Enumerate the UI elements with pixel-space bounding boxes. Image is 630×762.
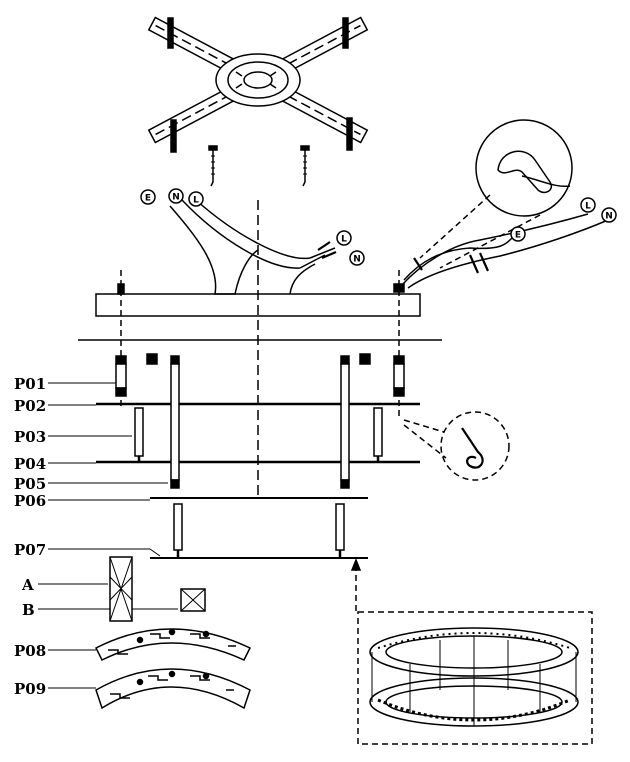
part-label-p05: P05: [14, 475, 46, 493]
wire-labels-left: E N L L N: [140, 188, 365, 266]
wire-label-neutral-2: N: [353, 255, 361, 265]
part-label-b: B: [22, 601, 35, 619]
part-label-p07: P07: [14, 541, 46, 559]
part-label-a: A: [21, 576, 34, 594]
part-label-p09: P09: [14, 680, 46, 698]
hardware-left: [115, 270, 183, 558]
part-label-p02: P02: [14, 397, 46, 415]
part-a-block: [109, 556, 133, 622]
canopy: [95, 199, 421, 500]
part-label-p08: P08: [14, 642, 46, 660]
wire-label-earth: E: [145, 194, 151, 204]
part-p08-arc: [94, 628, 252, 662]
wire-label-live-3: L: [585, 202, 591, 212]
part-b-block: [180, 588, 206, 612]
part-label-p04: P04: [14, 455, 46, 473]
wire-label-neutral: N: [172, 193, 180, 203]
wire-label-earth-2: E: [515, 231, 521, 241]
wire-label-live-2: L: [341, 235, 347, 245]
mounting-cross-bracket: [147, 16, 369, 187]
plates: [78, 339, 442, 559]
assembled-view-inset: [350, 557, 593, 745]
part-labels: P01 P02 P03 P04 P05 P06 P07 A B P08 P09: [14, 375, 46, 698]
part-label-p03: P03: [14, 428, 46, 446]
part-label-p01: P01: [14, 375, 46, 393]
hardware-right: [335, 270, 510, 558]
part-label-p06: P06: [14, 492, 46, 510]
part-p09-arc: [95, 668, 251, 710]
part-leaders: [38, 382, 178, 689]
wire-label-neutral-3: N: [605, 212, 613, 222]
wire-detail-right: L N E: [401, 119, 617, 289]
wire-label-live: L: [193, 196, 199, 206]
